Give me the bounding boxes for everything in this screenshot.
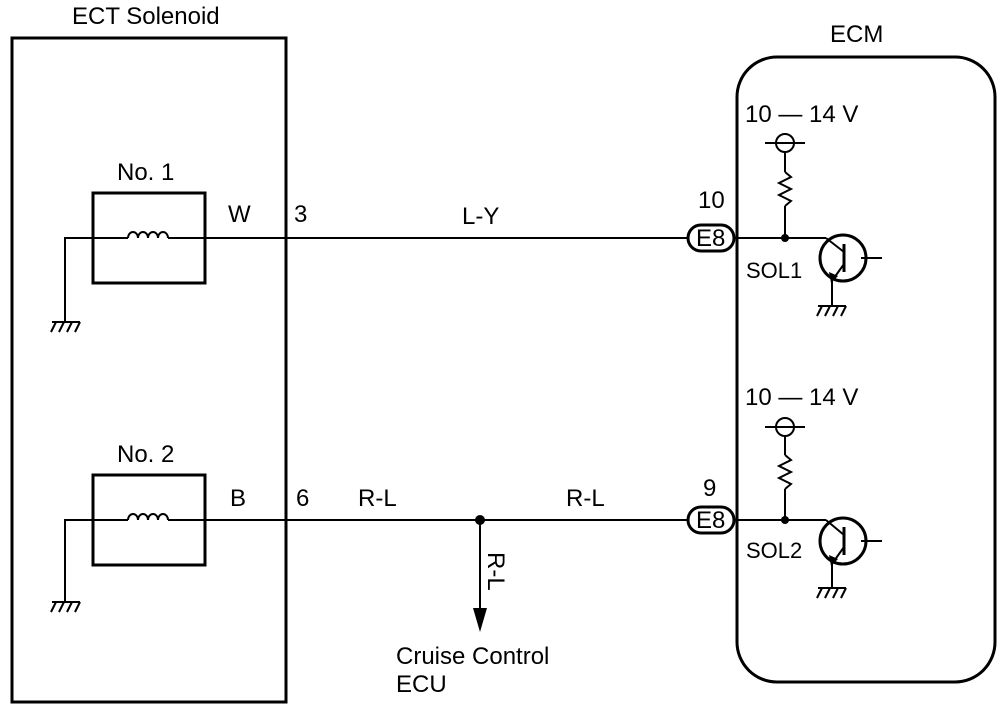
branch-destination-line2: ECU	[396, 671, 447, 698]
solenoid-1-coil-icon	[127, 231, 169, 239]
supply-top-voltage: 10 — 14 V	[745, 101, 858, 128]
solenoid-2-coil-icon	[127, 513, 169, 521]
connector-bottom: E8 9	[686, 475, 736, 535]
solenoid-1-pin-number: 3	[294, 201, 307, 228]
solenoid-1-label: No. 1	[117, 159, 174, 186]
solenoid-2-label: No. 2	[117, 441, 174, 468]
supply-bottom-voltage: 10 — 14 V	[745, 384, 858, 411]
ecm-top-junction-dot	[781, 234, 789, 242]
solenoid-2-wire-color: B	[230, 485, 246, 512]
supply-top-terminal-icon	[765, 133, 805, 153]
ect-solenoid-box	[10, 36, 288, 704]
solenoid-2-ground-wire	[64, 519, 93, 602]
wire-bottom-color-left: R-L	[358, 485, 397, 512]
transistor-bottom-icon	[818, 516, 882, 566]
resistor-top-icon	[776, 171, 794, 207]
solenoid-1-wire-color: W	[228, 201, 251, 228]
solenoid-1-ground-wire	[64, 237, 93, 322]
solenoid-2-ground-icon	[50, 601, 81, 613]
connector-top-name: E8	[696, 225, 725, 252]
ecm-bottom-ground-icon	[816, 587, 847, 599]
wire-top-color: L-Y	[462, 203, 499, 230]
ecm-bottom-junction-dot	[781, 516, 789, 524]
solenoid-2: No. 2 B 6	[50, 441, 309, 613]
connector-bottom-name: E8	[696, 507, 725, 534]
solenoid-2-pin-number: 6	[296, 485, 309, 512]
transistor-top-label: SOL1	[746, 258, 802, 283]
wire-bottom-color-right: R-L	[566, 485, 605, 512]
supply-bottom-terminal-icon	[765, 417, 805, 437]
ecm-top-ground-icon	[816, 305, 847, 317]
resistor-bottom-icon	[776, 454, 794, 490]
ect-solenoid-title: ECT Solenoid	[72, 3, 220, 30]
wire-branch-color: R-L	[482, 552, 509, 591]
connector-top-pin: 10	[698, 187, 725, 214]
solenoid-1-ground-icon	[50, 321, 81, 333]
ecm-driver-sol1: 10 — 14 V SOL1	[734, 101, 882, 317]
ecm-title: ECM	[830, 21, 883, 48]
transistor-bottom-label: SOL2	[746, 538, 802, 563]
ecm-driver-sol2: 10 — 14 V SOL2	[734, 384, 882, 599]
ecm-box	[735, 55, 997, 684]
connector-top: E8 10	[686, 187, 736, 253]
branch-destination-line1: Cruise Control	[396, 643, 549, 670]
wire-branch-arrow-icon	[473, 608, 487, 632]
connector-bottom-pin: 9	[703, 475, 716, 502]
transistor-top-icon	[818, 233, 882, 283]
solenoid-1: No. 1 W 3	[50, 159, 307, 333]
